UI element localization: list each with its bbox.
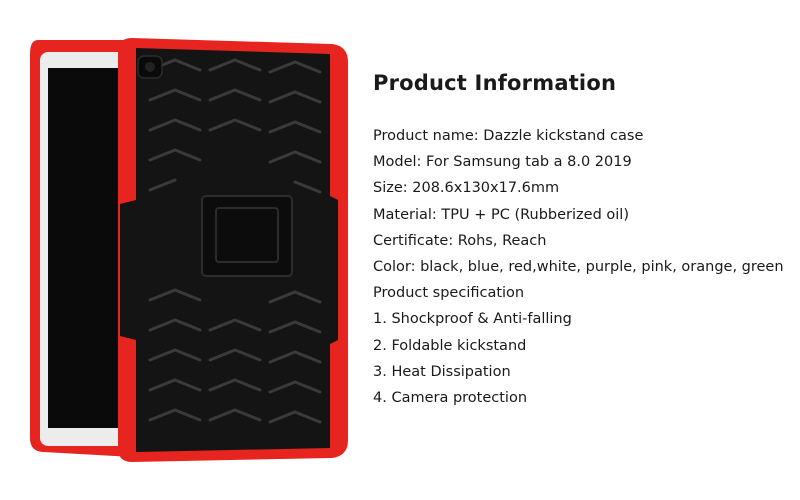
spec-item-1: 1. Shockproof & Anti-falling <box>373 311 572 328</box>
product-info: Product Information Product name: Dazzle… <box>373 68 793 411</box>
tablet-back-case <box>118 38 348 462</box>
certificate-line: Certificate: Rohs, Reach <box>373 232 547 249</box>
size-line: Size: 208.6x130x17.6mm <box>373 180 560 197</box>
specification-heading: Product specification <box>373 285 525 302</box>
spec-item-4: 4. Camera protection <box>373 390 528 407</box>
color-line: Color: black, blue, red,white, purple, p… <box>373 259 784 276</box>
product-image <box>0 0 360 500</box>
model-line: Model: For Samsung tab a 8.0 2019 <box>373 154 632 171</box>
spec-item-2: 2. Foldable kickstand <box>373 337 527 354</box>
kickstand <box>201 195 293 277</box>
spec-item-3: 3. Heat Dissipation <box>373 363 511 380</box>
material-line: Material: TPU + PC (Rubberized oil) <box>373 206 629 223</box>
product-info-title: Product Information <box>373 71 617 95</box>
product-name-line: Product name: Dazzle kickstand case <box>373 128 644 144</box>
